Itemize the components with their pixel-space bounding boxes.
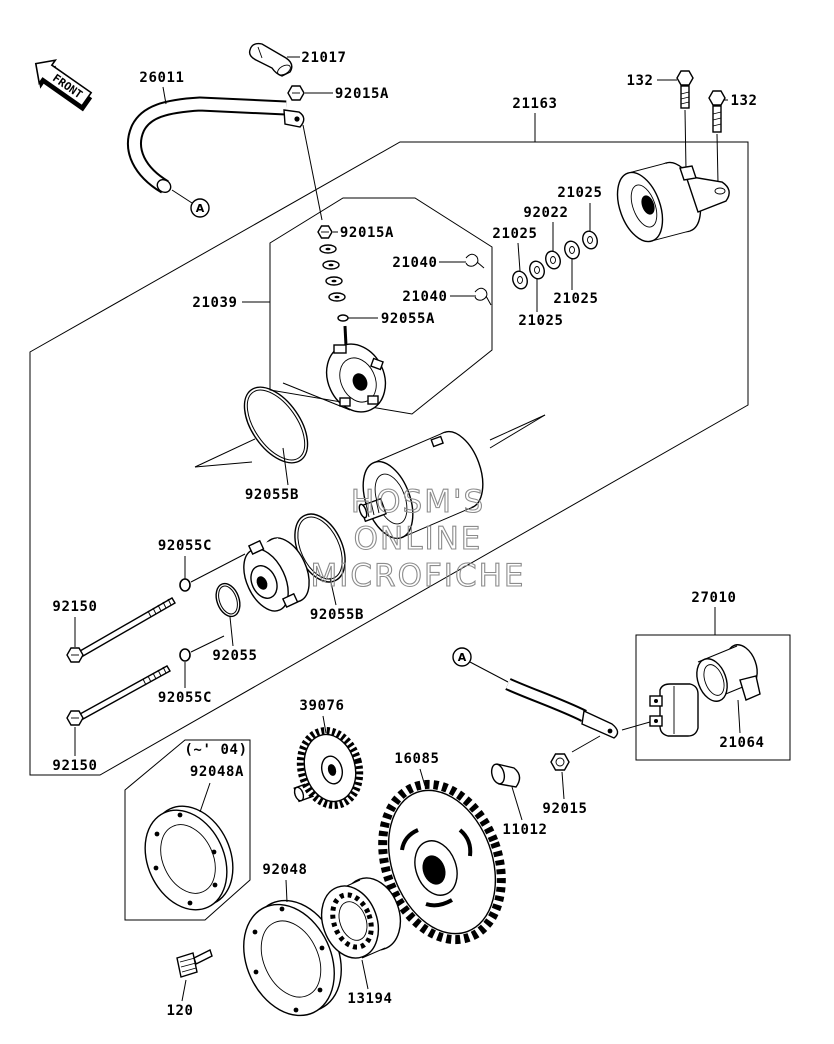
callout-92022: 92022	[523, 205, 568, 221]
callout-27010: 27010	[691, 590, 736, 606]
reference-marker-a-bottom: A	[452, 647, 472, 667]
callout-11012: 11012	[502, 822, 547, 838]
callout-21025-d: 21025	[518, 313, 563, 329]
callout-92015: 92015	[542, 801, 587, 817]
part-92055-o-ring	[215, 582, 241, 618]
part-92150-bolt-lower	[66, 665, 171, 726]
part-rear-cover	[243, 537, 310, 612]
part-11012-cap	[490, 763, 521, 788]
part-21017-boot	[248, 42, 293, 77]
callout-132-left: 132	[626, 73, 653, 89]
callout-21163: 21163	[512, 96, 557, 112]
callout-21025-c: 21025	[553, 291, 598, 307]
callout-21064: 21064	[719, 735, 764, 751]
callout-21025-a: 21025	[557, 185, 602, 201]
assembly-frame-21039	[269, 197, 493, 415]
part-92015a-nut-inner	[317, 225, 333, 239]
part-120-bolt	[176, 949, 213, 978]
part-21064-relay-cover	[696, 644, 761, 702]
callout-13194: 13194	[347, 991, 392, 1007]
part-16085-starter-gear	[378, 779, 506, 945]
reference-marker-a-bottom-label: A	[458, 651, 467, 664]
callout-21040-a: 21040	[392, 255, 437, 271]
callout-92150-upper: 92150	[52, 599, 97, 615]
part-92048-plate	[243, 899, 342, 1017]
part-132-bolt-left	[676, 70, 694, 171]
part-92015-nut	[550, 753, 570, 771]
leader-lines	[74, 56, 741, 1002]
part-132-bolt-right	[708, 90, 726, 184]
part-washers-21025-92022	[512, 230, 598, 290]
assembly-frame-27010	[635, 634, 791, 761]
callout-16085: 16085	[394, 751, 439, 767]
callout-21017: 21017	[301, 50, 346, 66]
explode-axis-lines	[190, 382, 546, 653]
part-92055c-o-ring-lower	[179, 648, 191, 662]
part-relay-cable	[469, 661, 619, 753]
callout-92048a: 92048A	[190, 764, 244, 780]
part-front-cover	[616, 161, 730, 243]
part-92015a-nut-top	[287, 85, 305, 101]
part-21040-springs	[465, 253, 492, 306]
callout-92055: 92055	[212, 648, 257, 664]
callout-92150-lower: 92150	[52, 758, 97, 774]
assembly-frame-92048a	[124, 739, 251, 921]
callout-21025-b: 21025	[492, 226, 537, 242]
callout-26011: 26011	[139, 70, 184, 86]
part-92055b-o-ring-upper	[243, 386, 309, 464]
callout-132-right: 132	[730, 93, 757, 109]
callout-labels: 21017 26011 92015A 21163 132 132 92015A …	[52, 50, 764, 1019]
callout-21040-b: 21040	[402, 289, 447, 305]
callout-model-year-note: (~' 04)	[184, 742, 247, 758]
watermark-line-2: ONLINE	[354, 521, 483, 557]
part-92055a-o-ring	[337, 314, 349, 322]
callout-92048: 92048	[262, 862, 307, 878]
part-brush-plate	[325, 325, 387, 413]
watermark: HOSM'S ONLINE MICROFICHE	[310, 483, 526, 594]
part-92150-bolt-upper	[66, 597, 176, 663]
part-13194-clutch	[320, 877, 402, 959]
part-terminal-washers	[319, 244, 346, 302]
reference-marker-a-top-label: A	[196, 202, 205, 215]
front-arrow-icon: FRONT	[34, 59, 93, 112]
part-26011-cable	[127, 96, 323, 221]
callout-92055a: 92055A	[381, 311, 435, 327]
callout-92055c-lower: 92055C	[158, 690, 212, 706]
part-39076-idle-gear	[293, 727, 364, 809]
watermark-line-1: HOSM'S	[351, 484, 485, 520]
callout-92055b-upper: 92055B	[245, 487, 299, 503]
reference-marker-a-top: A	[171, 189, 210, 218]
watermark-line-3: MICROFICHE	[311, 558, 526, 594]
part-92048a-plate	[144, 805, 234, 911]
callout-92055c-upper: 92055C	[158, 538, 212, 554]
callout-92055b-lower: 92055B	[310, 607, 364, 623]
callout-92015a-inner: 92015A	[340, 225, 394, 241]
part-27010-relay	[621, 683, 699, 737]
part-motor-yoke	[358, 430, 484, 540]
assembly-frame-21163	[29, 141, 749, 776]
callout-92015a-top: 92015A	[335, 86, 389, 102]
callout-120: 120	[166, 1003, 193, 1019]
callout-39076: 39076	[299, 698, 344, 714]
callout-21039: 21039	[192, 295, 237, 311]
